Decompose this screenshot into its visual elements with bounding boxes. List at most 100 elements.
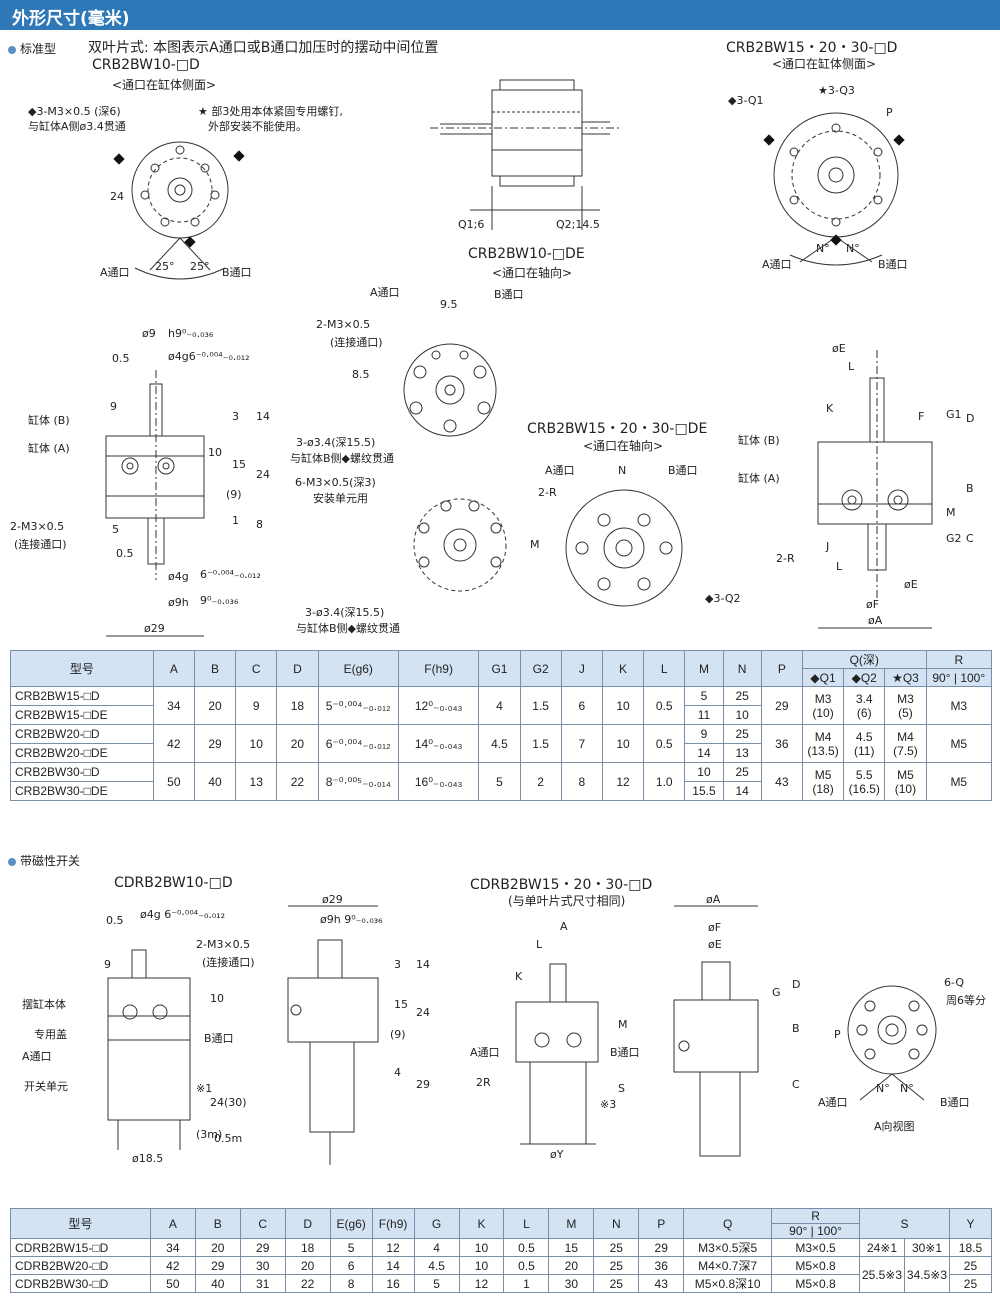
cell: M4(7.5): [884, 724, 927, 763]
cd-view3-drawing: [515, 963, 599, 1145]
cd3-a-port: A通口: [470, 1046, 500, 1059]
cd5-b-port: B通口: [940, 1096, 970, 1109]
cell: 13: [235, 762, 278, 801]
a-port-ax: A通口: [370, 286, 400, 299]
col-header: M: [548, 1208, 595, 1239]
spec-table-magnetic: 型号 A B C D E(g6) F(h9) G K L M N P Q R S…: [10, 1208, 993, 1293]
cell: 12: [601, 762, 645, 801]
sub-header: ◆Q2: [843, 668, 886, 687]
cell: 20: [284, 1256, 331, 1275]
cell: 50: [152, 762, 195, 801]
page-title: 外形尺寸(毫米): [12, 9, 130, 29]
cyl-a: 缸体 (A): [28, 442, 70, 455]
table-row: CRB2BW20-□D 42 29 10 20 6⁻⁰·⁰⁰⁴₋₀.₀₁₂ 14…: [10, 724, 993, 763]
cd4-D: D: [792, 978, 801, 991]
model-cell: CRB2BW15-□D: [10, 686, 154, 706]
cell: 25: [593, 1256, 640, 1275]
phiA-r: øA: [868, 614, 883, 627]
col-header: K: [601, 650, 645, 687]
section-label: 带磁性开关: [20, 854, 81, 868]
dim-1: 1: [232, 514, 239, 527]
col-header: 型号: [10, 1208, 151, 1239]
col-header: N: [722, 650, 762, 687]
cd4-G: G: [772, 986, 781, 999]
cd-view2-title: CDRB2BW15・20・30-□D: [470, 877, 653, 893]
cell: 36: [760, 724, 803, 763]
col-header: N: [593, 1208, 640, 1239]
note-port: 2-M3×0.5: [316, 318, 371, 331]
cell: 29: [193, 724, 237, 763]
note-port-2: (连接通口): [330, 336, 383, 349]
table-row: CDRB2BW30-□D 50 40 31 22 8 16 5 12 1 30 …: [10, 1274, 993, 1293]
b-port-label-3: B通口: [878, 258, 908, 271]
cell: M4(13.5): [801, 724, 845, 763]
bullet-icon: [8, 45, 16, 54]
cell: 14: [684, 743, 724, 763]
cell: 0.5: [503, 1256, 550, 1275]
cell: 25: [593, 1274, 640, 1293]
cover-label: 专用盖: [34, 1028, 67, 1041]
cell: M5: [925, 724, 993, 763]
col-header: P: [638, 1208, 685, 1239]
cell: 12⁰₋₀.₀₄₃: [397, 686, 480, 725]
col-header: C: [239, 1208, 286, 1239]
view2-title: CRB2BW10-□DE: [468, 246, 585, 262]
note-unit: 6-M3×0.5(深3): [295, 476, 376, 489]
phi29: ø29: [144, 622, 165, 635]
cell: 34.5※3: [903, 1256, 950, 1293]
cell: 1.0: [643, 762, 686, 801]
spec-table-standard: 型号 A B C D E(g6) F(h9) G1 G2 J K L M N P…: [10, 650, 993, 801]
cell: 25: [722, 686, 762, 706]
cell: 30※1: [903, 1238, 950, 1257]
cell: 29: [194, 1256, 241, 1275]
cell: 1: [503, 1274, 550, 1293]
col-header: P: [760, 650, 803, 687]
cell: 4: [413, 1238, 460, 1257]
J-r: J: [826, 540, 830, 553]
dim-24b: 24: [256, 468, 270, 481]
cell: 6⁻⁰·⁰⁰⁴₋₀.₀₁₂: [317, 724, 399, 763]
cd-d9: 9: [104, 958, 111, 971]
phiE-r2: øE: [904, 578, 918, 591]
col-header: Q: [683, 1208, 773, 1239]
dim-10: 10: [208, 446, 222, 459]
sub-header: ★Q3: [884, 668, 927, 687]
cd3-phiY: øY: [550, 1148, 564, 1161]
col-header: 型号: [10, 650, 154, 687]
note-star: ★ 部3处用本体紧固专用螺钉,: [198, 105, 343, 118]
cell: 25: [593, 1238, 640, 1257]
col-header: D: [284, 1208, 331, 1239]
col-header: D: [276, 650, 319, 687]
note-thru: 3-ø3.4(深15.5): [296, 436, 376, 449]
cell: 11: [684, 705, 724, 725]
cell: 5: [413, 1274, 460, 1293]
cd4-phiE: øE: [708, 938, 722, 951]
cell: M3(10): [801, 686, 845, 725]
note-thru-2: 与缸体B侧◆螺纹贯通: [290, 452, 395, 465]
a-port-v4: A通口: [545, 464, 575, 477]
view3-side-drawing: [817, 350, 933, 629]
cell: 12: [458, 1274, 505, 1293]
table-row: CRB2BW30-□D 50 40 13 22 8⁻⁰·⁰⁰⁵₋₀.₀₁₄ 16…: [10, 762, 993, 801]
cd2-phi9h: ø9h 9⁰₋₀.₀₃₆: [320, 913, 383, 926]
note-port-l: 2-M3×0.5: [10, 520, 65, 533]
angle-25a: 25°: [155, 260, 175, 273]
note-thru-b: 3-ø3.4(深15.5): [305, 606, 385, 619]
cell: 1.5: [519, 724, 562, 763]
cell: M4×0.7深7: [683, 1256, 773, 1275]
col-header: E(g6): [329, 1208, 373, 1239]
dim-3: 3: [232, 410, 239, 423]
col-header: S: [859, 1208, 950, 1239]
col-header: L: [643, 650, 686, 687]
cell: 3.4(6): [843, 686, 886, 725]
n-v4: N: [618, 464, 627, 477]
cd5-P: P: [834, 1028, 841, 1041]
cell: M5: [925, 762, 993, 801]
cell: 42: [152, 724, 195, 763]
note-thru-b2: 与缸体B侧◆螺纹贯通: [296, 622, 401, 635]
cell: 5: [478, 762, 521, 801]
phi9h: ø9h: [168, 596, 189, 609]
cell: 10: [458, 1238, 505, 1257]
page-header: 外形尺寸(毫米): [0, 0, 1000, 30]
